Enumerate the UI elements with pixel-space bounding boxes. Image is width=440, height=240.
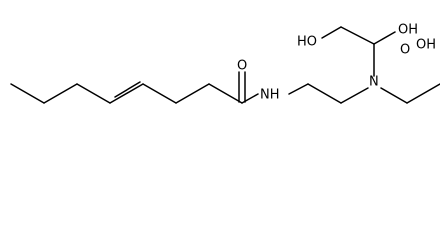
bond-n-ch2acid <box>380 87 408 104</box>
bond-ch2-ho <box>321 26 342 39</box>
bond-c5-c4 <box>109 83 144 104</box>
bond-c2-c1 <box>208 83 243 104</box>
bond-c6-c5 <box>76 83 111 104</box>
atom-o-amide: O <box>237 59 247 74</box>
atom-ho-left: HO <box>297 35 317 50</box>
atom-nh-amide: NH <box>260 88 280 103</box>
bond-c8-c7 <box>10 83 45 104</box>
bond-nh-ch2 <box>288 83 309 95</box>
atom-oh-acid: OH <box>416 38 436 53</box>
atom-labels: OH HO OH O N O NH <box>237 23 436 103</box>
atom-n-tertiary: N <box>369 75 379 90</box>
bond-c5-c4-double <box>114 81 141 98</box>
bond-ch2-n <box>340 87 369 104</box>
bond-ch2-ch2 <box>307 83 342 104</box>
bond-c3-c2 <box>175 83 210 104</box>
bond-lines <box>10 26 440 104</box>
bond-c4-c3 <box>142 83 177 104</box>
atom-oh-upper: OH <box>398 23 418 38</box>
bond-ch2acid-cooh <box>406 83 440 104</box>
bond-c7-c6 <box>43 83 78 104</box>
chemical-structure: OH HO OH O N O NH <box>10 23 440 104</box>
atom-o-acid: O <box>400 43 410 58</box>
bond-c1-nh <box>241 93 259 104</box>
bond-choh-oh <box>373 31 396 45</box>
bond-choh-ch2 <box>340 26 375 45</box>
